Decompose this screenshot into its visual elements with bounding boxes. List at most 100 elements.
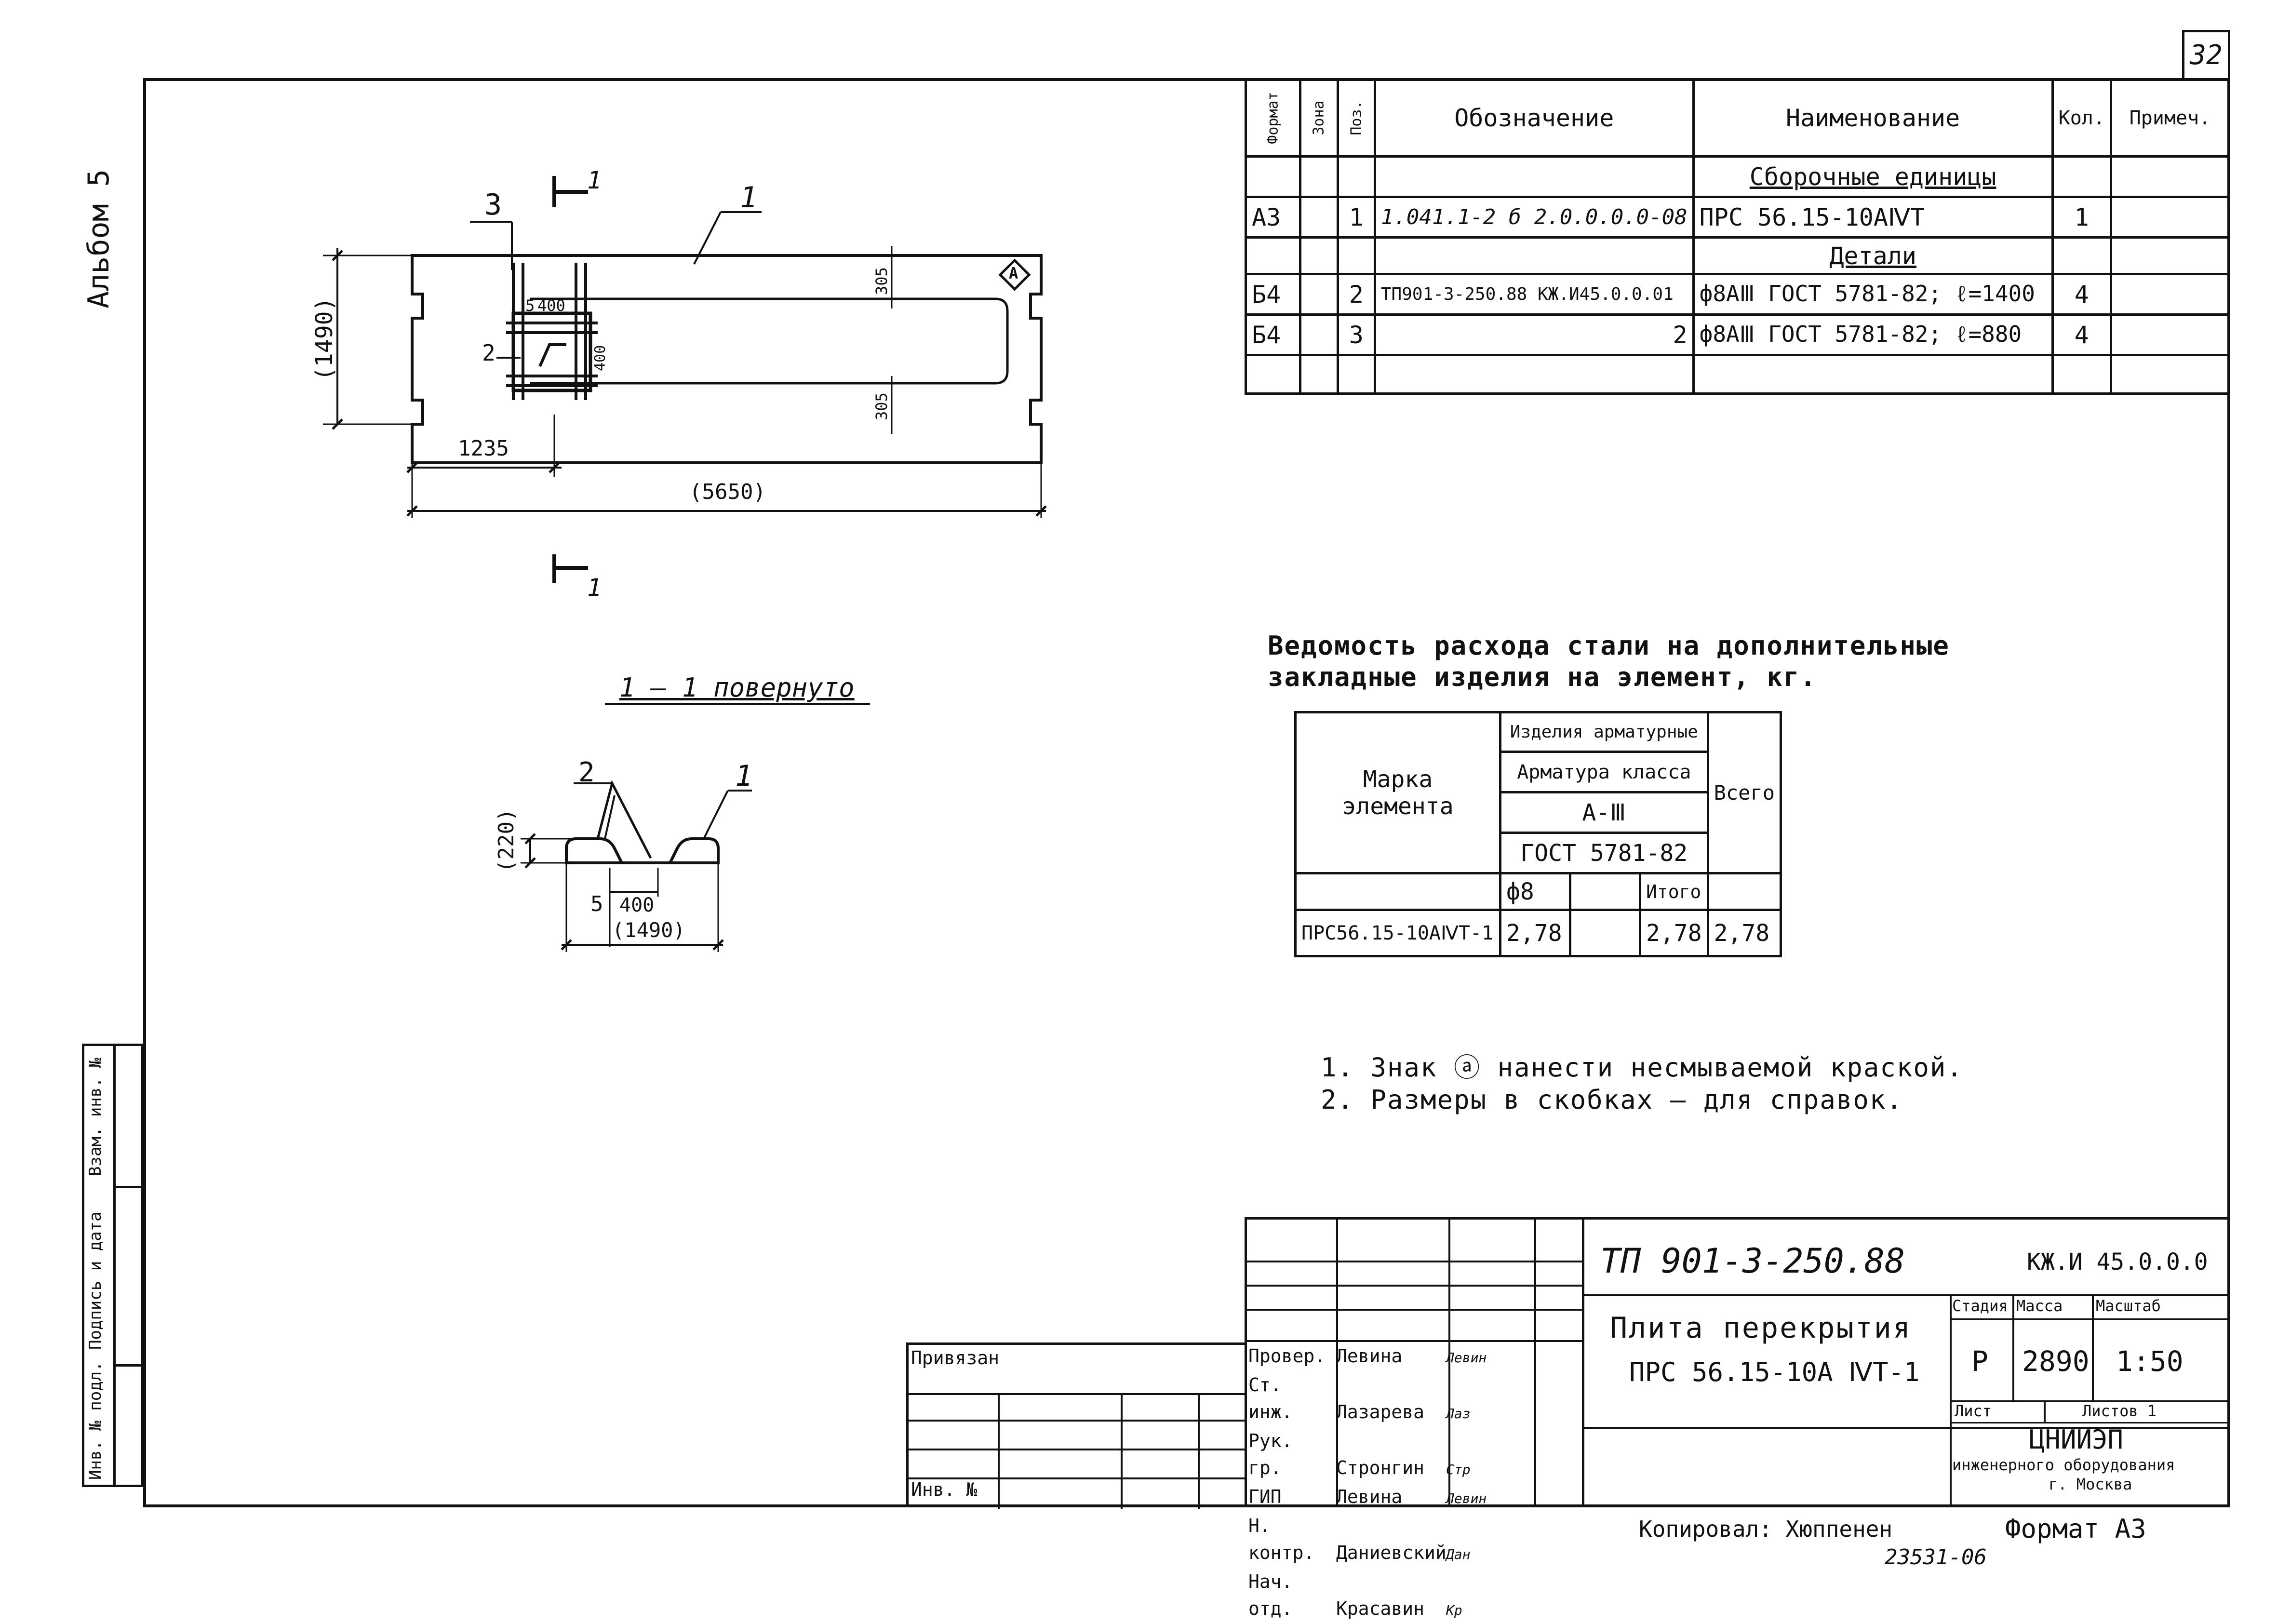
spec-section-details: Детали [1692, 236, 2054, 275]
signature: Лаз [1446, 1406, 1471, 1422]
scale-value: 1:50 [2116, 1345, 2183, 1378]
cell: 2 [1373, 313, 1695, 356]
role: Н. контр. [1248, 1515, 1315, 1563]
side-vzam: Взам. инв. № [86, 1058, 105, 1176]
steel-title-1: Ведомость расхода стали на дополнительны… [1268, 631, 1950, 661]
role-row: Нач. отд. Красавин Кр [1248, 1568, 1581, 1624]
role-row: Н. контр.ДаниевскийДан [1248, 1512, 1581, 1568]
steel-h-gost: ГОСТ 5781-82 [1499, 832, 1709, 874]
cell [2109, 196, 2231, 239]
section-view-drawing [521, 780, 752, 952]
dim-400-plan: 400 [537, 296, 565, 315]
cell [2109, 273, 2231, 316]
steel-table: Марка элемента Изделия арматурные Всего … [1294, 711, 1782, 957]
role: Рук. гр. [1248, 1430, 1293, 1478]
role: ГИП [1248, 1486, 1282, 1507]
plan-section-bottom: 1 [587, 574, 602, 602]
role-row: Провер. Левина Левин [1248, 1342, 1581, 1371]
dim-5650: (5650) [689, 480, 766, 504]
cell: 4 [2051, 313, 2112, 356]
stage-value: Р [1971, 1345, 1988, 1378]
signature: Дан [1446, 1546, 1471, 1562]
steel-h-products: Изделия арматурные [1499, 711, 1709, 753]
plan-label-2: 2 [482, 340, 496, 366]
signature: Кр [1446, 1602, 1462, 1618]
sheet-number-box: 32 [2182, 30, 2230, 78]
title-line-1: Плита перекрытия [1610, 1311, 1912, 1345]
plan-view-drawing [323, 176, 1047, 583]
spec-h-zone: Зона [1311, 100, 1327, 135]
org-line-3: г. Москва [2049, 1475, 2132, 1493]
cell: 1 [1336, 196, 1376, 239]
plan-label-5: 5 [525, 296, 535, 315]
steel-title-2: закладные изделия на элемент, кг. [1268, 662, 1817, 692]
section-dim-400: 400 [619, 894, 655, 916]
cell [1299, 273, 1339, 316]
cell [1569, 909, 1641, 957]
archive-number: 23531-06 [1885, 1545, 1987, 1570]
role-name: Левина [1336, 1345, 1403, 1367]
mass-value: 2890 [2022, 1345, 2089, 1378]
inv-no-label: Инв. № [911, 1479, 978, 1500]
plan-section-top: 1 [587, 166, 602, 194]
spec-h-format: Формат [1264, 92, 1282, 144]
privyazan-label: Привязан [911, 1347, 1000, 1369]
signature: Левин [1446, 1490, 1487, 1506]
privyazan-block [906, 1342, 1246, 1509]
cell: 4 [2051, 273, 2112, 316]
title-block [1245, 1217, 2230, 1507]
signature: Левин [1446, 1350, 1487, 1366]
stage-label: Стадия [1952, 1297, 2008, 1315]
cell [2109, 313, 2231, 356]
side-stamp [82, 1044, 143, 1487]
steel-h-d8: ф8 [1499, 872, 1571, 911]
spec-h-note: Примеч. [2109, 78, 2231, 158]
spec-h-qty: Кол. [2051, 78, 2112, 158]
note-1: 1. Знак ⓐ нанести несмываемой краской. [1321, 1052, 1963, 1083]
cell: ТП901-3-250.88 КЖ.И45.0.0.01 [1373, 273, 1695, 316]
section-title: 1 – 1 повернуто [619, 672, 855, 703]
scale-label: Масштаб [2096, 1297, 2161, 1315]
spec-h-pos: Поз. [1348, 100, 1365, 135]
plan-label-3: 3 [484, 188, 502, 222]
sheet-number: 32 [2190, 40, 2223, 71]
cell [1299, 196, 1339, 239]
mark-a-icon: А [1009, 264, 1018, 282]
role-name: Стронгин [1336, 1457, 1425, 1478]
role: Провер. [1248, 1345, 1326, 1367]
dim-1235: 1235 [458, 436, 509, 461]
steel-h-mark: Марка элемента [1294, 711, 1501, 874]
spec-h-designation: Обозначение [1373, 78, 1695, 158]
steel-h-class: Арматура класса [1499, 751, 1709, 793]
plan-label-1: 1 [740, 181, 758, 215]
role-name: Красавин [1336, 1598, 1425, 1619]
copied-by: Копировал: Хюппенен [1639, 1516, 1893, 1542]
sheets-label: Листов 1 [2082, 1402, 2157, 1420]
cell: ПРС56.15-10АⅣТ-1 [1294, 909, 1501, 957]
section-dim-220: (220) [494, 808, 519, 872]
cell [1299, 313, 1339, 356]
sheet-label: Лист [1955, 1402, 1992, 1420]
section-label-2: 2 [578, 757, 595, 788]
cell: ПРС 56.15-10АⅣТ [1692, 196, 2054, 239]
title-line-2: ПРС 56.15-10А ⅣТ-1 [1629, 1357, 1920, 1387]
role-row: ГИП Левина Левин [1248, 1483, 1581, 1512]
role-name: Левина [1336, 1486, 1403, 1507]
note-2: 2. Размеры в скобках – для справок. [1321, 1085, 1903, 1115]
cell: ф8АⅢ ГОСТ 5781-82; ℓ=880 [1692, 313, 2054, 356]
cell: 2,78 [1639, 909, 1709, 957]
cell: 1 [2051, 196, 2112, 239]
section-dim-1490: (1490) [612, 918, 685, 942]
role: Нач. отд. [1248, 1571, 1293, 1619]
cell: 3 [1336, 313, 1376, 356]
role: Ст. инж. [1248, 1374, 1293, 1423]
org-line-2: инженерного оборудования [1952, 1456, 2175, 1474]
section-label-5: 5 [590, 892, 603, 916]
mass-label: Масса [2016, 1297, 2063, 1315]
spec-h-name: Наименование [1692, 78, 2054, 158]
side-inv-podl: Инв. № подл. [86, 1361, 105, 1480]
